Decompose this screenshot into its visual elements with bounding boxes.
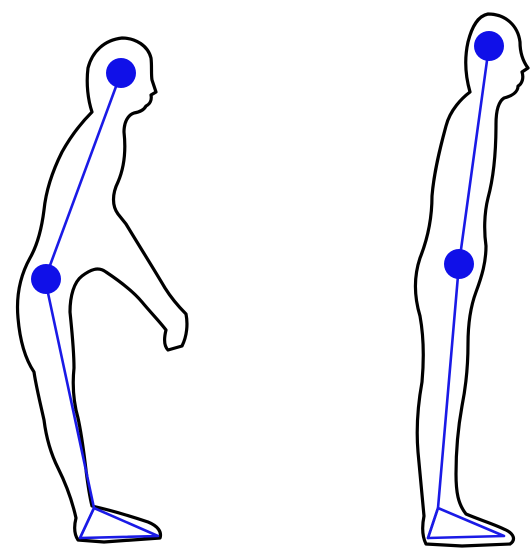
stooped-figure [18,38,187,542]
upright-hip-joint [444,249,474,279]
upright-body-outline [416,14,529,546]
stooped-head-joint [106,58,136,88]
upright-figure [416,14,529,546]
upright-head-joint [474,31,504,61]
stooped-hip-joint [31,264,61,294]
